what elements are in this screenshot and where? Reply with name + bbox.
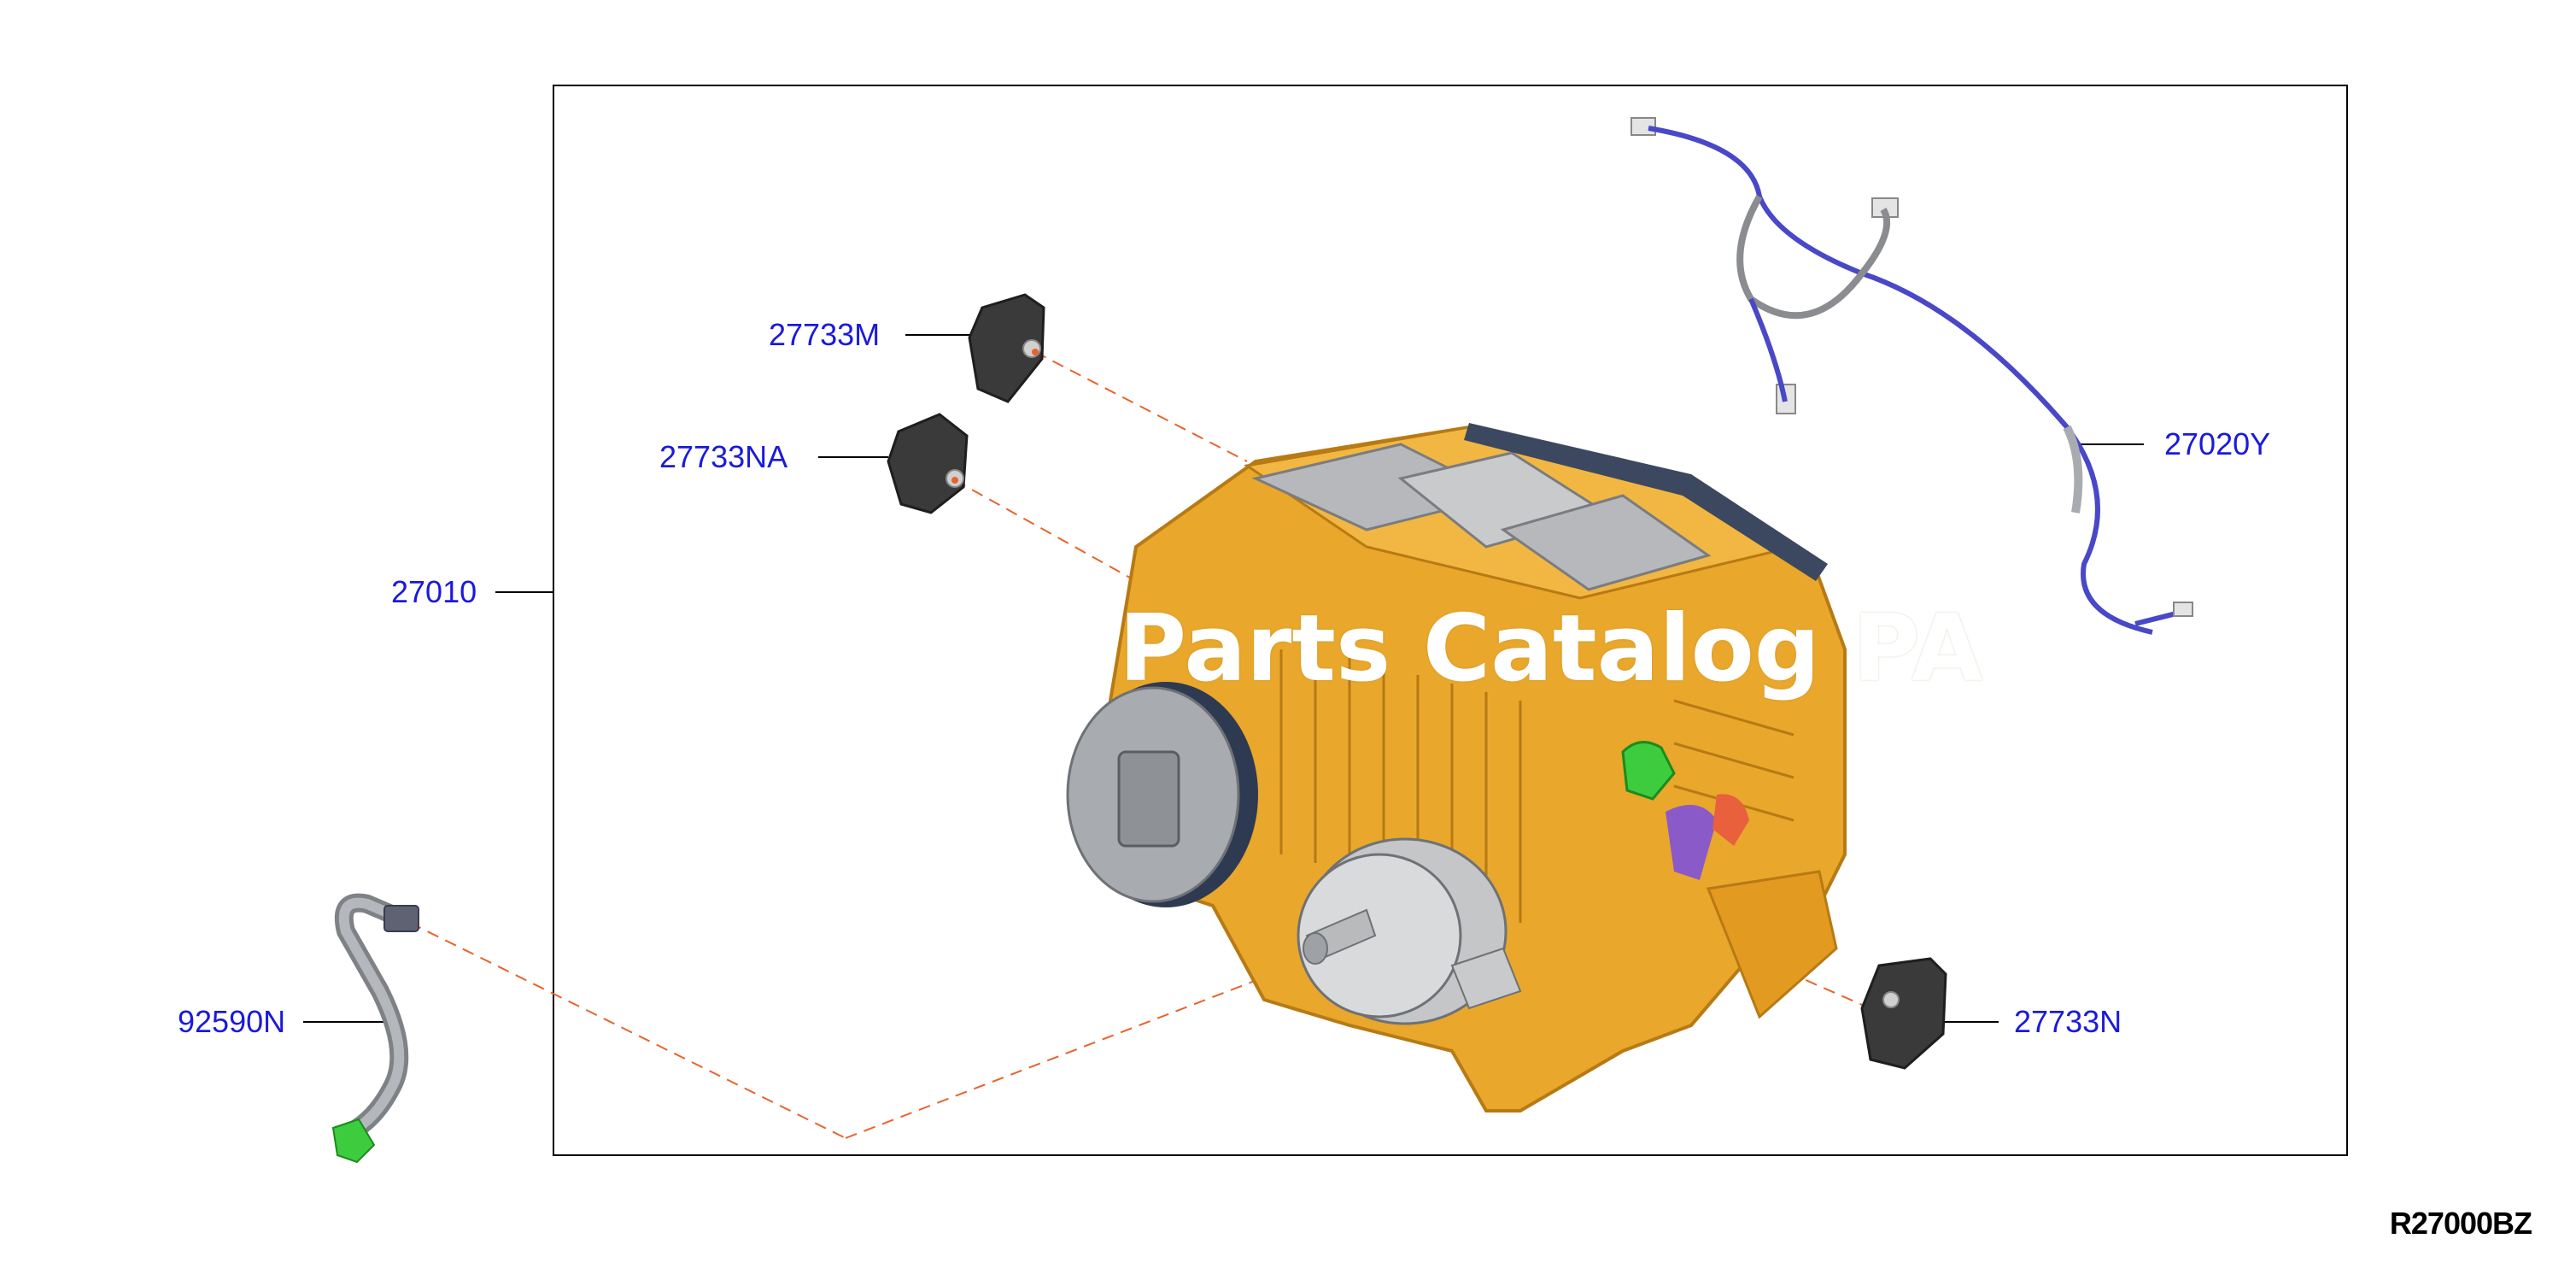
assembly-frame	[553, 85, 2348, 1156]
part-label-27733na[interactable]: 27733NA	[659, 439, 788, 474]
part-label-27020y[interactable]: 27020Y	[2164, 426, 2271, 461]
heater-unit-housing	[1066, 423, 1847, 1112]
part-label-27733n[interactable]: 27733N	[2014, 1004, 2122, 1039]
part-label-27733m[interactable]: 27733M	[769, 317, 881, 352]
wire-harness-27020y	[1630, 117, 2193, 635]
diagram-code: R27000BZ	[2389, 1206, 2532, 1241]
part-label-27010[interactable]: 27010	[391, 574, 477, 609]
drain-hose-92590n	[331, 893, 419, 1164]
actuator-27733m	[968, 293, 1045, 403]
actuator-27733na	[887, 413, 969, 514]
actuator-27733n	[1860, 957, 1947, 1070]
part-label-92590n[interactable]: 92590N	[178, 1004, 286, 1039]
